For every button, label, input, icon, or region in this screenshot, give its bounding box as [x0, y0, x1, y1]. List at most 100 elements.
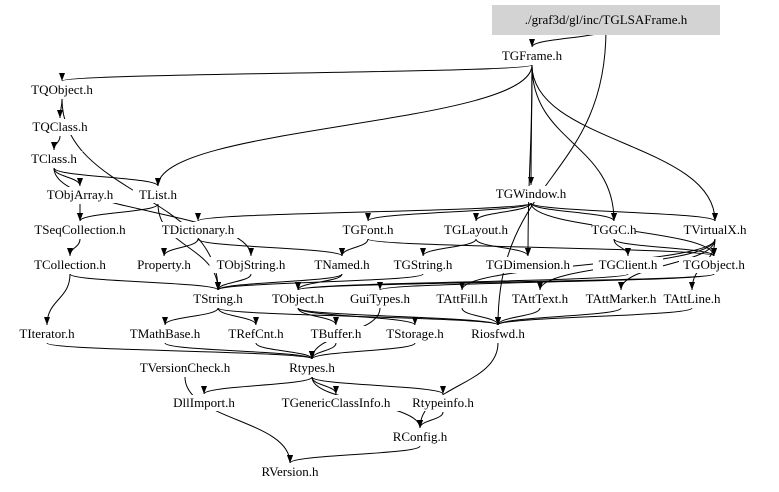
node-Rtypes[interactable]: Rtypes.h: [283, 360, 341, 376]
node-background: [500, 48, 564, 64]
node-background: [657, 291, 727, 307]
node-TGDimension[interactable]: TGDimension.h: [483, 257, 573, 273]
node-background: [313, 257, 371, 273]
edge-TString-to-TRefCnt: [217, 307, 259, 326]
node-TDictionary[interactable]: TDictionary.h: [153, 222, 243, 238]
node-background: [579, 291, 663, 307]
node-label: TObject.h: [272, 291, 325, 306]
node-TGFont[interactable]: TGFont.h: [339, 222, 397, 238]
node-TQClass[interactable]: TQClass.h: [28, 119, 92, 135]
node-TCollection[interactable]: TCollection.h: [25, 257, 115, 273]
node-TAttLine[interactable]: TAttLine.h: [657, 291, 727, 307]
node-TGClient[interactable]: TGClient.h: [593, 257, 663, 273]
node-background: [593, 257, 663, 273]
edge-TList-to-TSeqCollection: [77, 203, 159, 222]
node-TGWindow[interactable]: TGWindow.h: [496, 186, 567, 202]
node-background: [339, 222, 397, 238]
edge-TGFont-to-TGObject: [367, 238, 717, 257]
node-TStorage[interactable]: TStorage.h: [380, 326, 450, 342]
node-TVersionCheck[interactable]: TVersionCheck.h: [133, 360, 237, 376]
node-background: [388, 429, 452, 445]
node-TGLayout[interactable]: TGLayout.h: [441, 222, 511, 238]
node-TRefCnt[interactable]: TRefCnt.h: [224, 326, 288, 342]
edge-TNamed-to-TString: [215, 273, 343, 291]
edge-TGFrame-to-TGGC: [531, 64, 617, 222]
node-TAttText[interactable]: TAttText.h: [505, 291, 575, 307]
node-RVersion[interactable]: RVersion.h: [255, 464, 325, 480]
node-TMathBase[interactable]: TMathBase.h: [126, 326, 204, 342]
node-background: [186, 291, 250, 307]
node-TObjArray[interactable]: TObjArray.h: [41, 187, 119, 203]
node-background: [28, 119, 92, 135]
node-label: TCollection.h: [34, 257, 106, 272]
edge-TString-to-TMathBase: [162, 307, 219, 326]
node-background: [224, 326, 288, 342]
node-TQObject[interactable]: TQObject.h: [27, 82, 97, 98]
node-TGObject[interactable]: TGObject.h: [679, 257, 749, 273]
node-background: [592, 222, 636, 238]
node-GuiTypes[interactable]: GuiTypes.h: [345, 291, 415, 307]
node-label: TVersionCheck.h: [140, 360, 231, 375]
node-background: [209, 257, 293, 273]
edge-TSeqCollection-to-TCollection: [67, 238, 81, 257]
node-TList[interactable]: TList.h: [132, 187, 184, 203]
node-background: [255, 464, 325, 480]
node-TIterator[interactable]: TIterator.h: [8, 326, 86, 342]
node-background: [25, 151, 83, 167]
node-TBuffer[interactable]: TBuffer.h: [304, 326, 368, 342]
node-label: TString.h: [193, 291, 243, 306]
edge-Rtypeinfo-to-RConfig: [417, 411, 444, 429]
node-TObject[interactable]: TObject.h: [266, 291, 330, 307]
edge-TQClass-to-TClass: [51, 135, 61, 151]
edge-TNamed-to-TObject: [295, 273, 343, 291]
edge-TGWindow-to-TVirtualX: [530, 202, 718, 222]
node-background: [271, 395, 401, 411]
node-DllImport[interactable]: DllImport.h: [165, 395, 243, 411]
node-background: [283, 360, 341, 376]
node-TObjString[interactable]: TObjString.h: [209, 257, 293, 273]
node-TAttMarker[interactable]: TAttMarker.h: [579, 291, 663, 307]
node-background: [676, 222, 754, 238]
node-background: [129, 257, 199, 273]
node-TNamed[interactable]: TNamed.h: [313, 257, 371, 273]
edge-TGFont-to-TNamed: [339, 238, 369, 257]
node-label: GuiTypes.h: [350, 291, 411, 306]
node-label: TObjArray.h: [47, 187, 114, 202]
node-TClass[interactable]: TClass.h: [25, 151, 83, 167]
node-TSeqCollection[interactable]: TSeqCollection.h: [25, 222, 135, 238]
node-label: TVirtualX.h: [683, 222, 747, 237]
node-background: [8, 326, 86, 342]
node-TGString[interactable]: TGString.h: [388, 257, 458, 273]
edge-Rtypes-to-DllImport: [201, 376, 313, 395]
node-background: [345, 291, 415, 307]
edge-TCollection-to-TIterator: [44, 273, 71, 326]
node-TGFrame[interactable]: TGFrame.h: [500, 48, 564, 64]
node-RConfig[interactable]: RConfig.h: [388, 429, 452, 445]
edge-TCollection-to-TString: [69, 273, 221, 291]
node-background: [511, 12, 701, 28]
node-label: TGDimension.h: [486, 257, 571, 272]
node-TString[interactable]: TString.h: [186, 291, 250, 307]
edge-TGWindow-to-TGLayout: [473, 202, 532, 222]
node-background: [304, 326, 368, 342]
node-TVirtualX[interactable]: TVirtualX.h: [676, 222, 754, 238]
root-node[interactable]: ./graf3d/gl/inc/TGLSAFrame.h: [492, 5, 720, 35]
edge-TGWindow-to-TDictionary: [195, 202, 532, 222]
node-label: TQObject.h: [31, 82, 93, 97]
node-background: [483, 257, 573, 273]
edge-TGFrame-to-TList: [155, 64, 533, 187]
edge-TGGC-to-TGClient: [613, 238, 631, 257]
node-TGenericClassInfo[interactable]: TGenericClassInfo.h: [271, 395, 401, 411]
node-Rtypeinfo[interactable]: Rtypeinfo.h: [404, 395, 482, 411]
edge-Rtypes-to-Rtypeinfo: [311, 376, 446, 395]
node-label: TClass.h: [31, 151, 77, 166]
node-Riosfwd[interactable]: Riosfwd.h: [466, 326, 530, 342]
node-label: TNamed.h: [314, 257, 370, 272]
node-background: [388, 257, 458, 273]
node-Property[interactable]: Property.h: [129, 257, 199, 273]
edge-TList-to-TString: [157, 203, 221, 291]
node-label: DllImport.h: [173, 395, 235, 410]
node-TAttFill[interactable]: TAttFill.h: [427, 291, 497, 307]
node-background: [132, 187, 184, 203]
node-TGGC[interactable]: TGGC.h: [591, 222, 637, 238]
